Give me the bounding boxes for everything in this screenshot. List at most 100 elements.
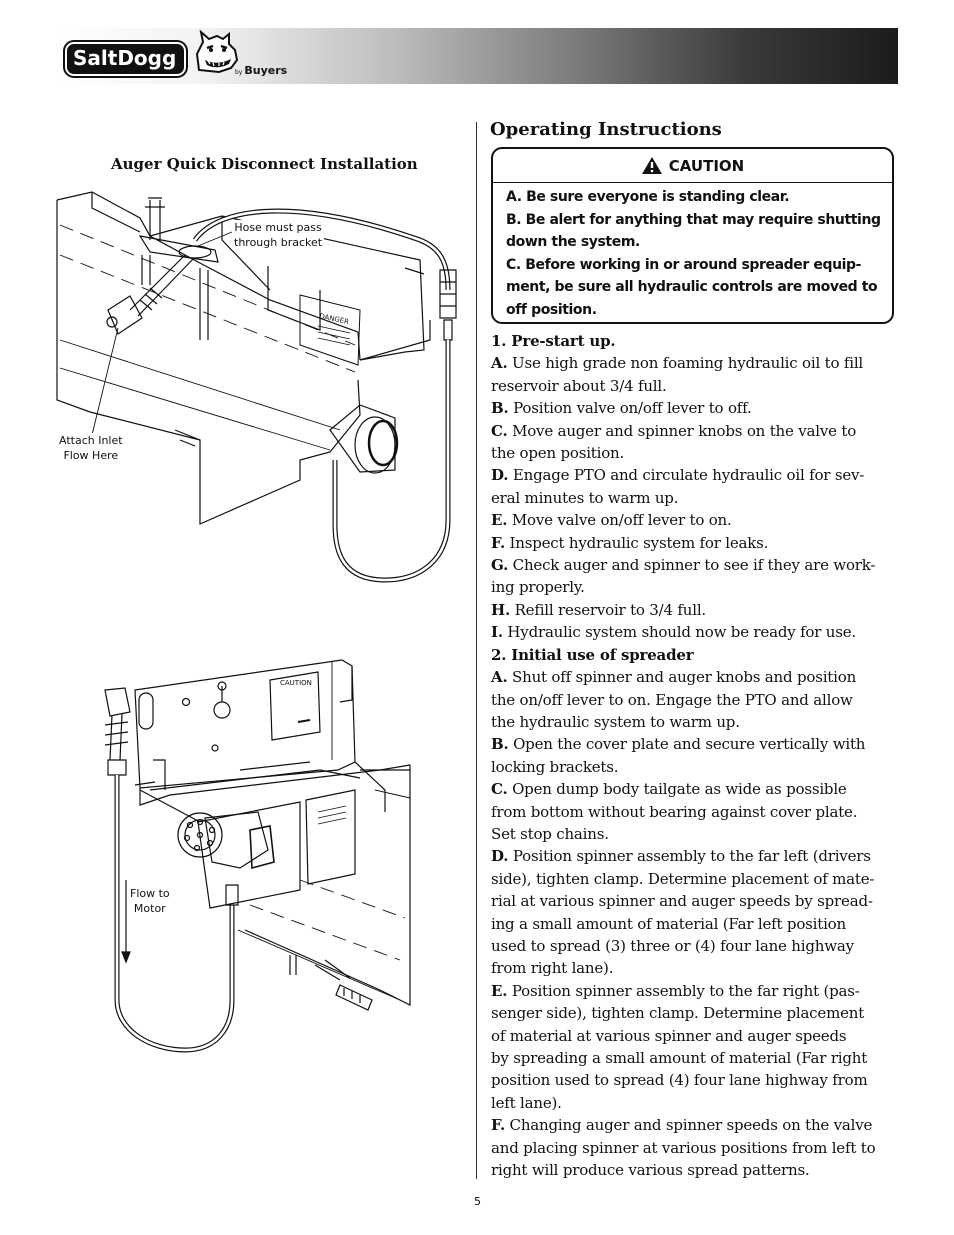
instruction-line: position used to spread (4) four lane hi…	[491, 1069, 906, 1091]
instruction-step-text: Set stop chains.	[491, 824, 609, 843]
instruction-step-text: Changing auger and spinner speeds on the…	[504, 1116, 873, 1135]
instruction-step-text: locking brackets.	[491, 757, 619, 776]
instruction-step-text: Hydraulic system should now be ready for…	[502, 623, 856, 642]
instruction-step-label: E.	[491, 981, 508, 1000]
instruction-step-text: Check auger and spinner to see if they a…	[508, 556, 876, 575]
instruction-line: B. Position valve on/off lever to off.	[491, 397, 906, 419]
instruction-step-text: Refill reservoir to 3/4 full.	[510, 600, 707, 619]
instruction-line: rial at various spinner and auger speeds…	[491, 890, 906, 912]
instruction-line: C. Move auger and spinner knobs on the v…	[491, 420, 906, 442]
caution-line: off position.	[506, 301, 597, 318]
instruction-step-text: from right lane).	[491, 959, 614, 978]
instruction-line: locking brackets.	[491, 756, 906, 778]
instruction-step-label: B.	[491, 399, 509, 418]
instruction-step-text: side), tighten clamp. Determine placemen…	[491, 869, 875, 888]
figure-title: Auger Quick Disconnect Installation	[111, 155, 418, 173]
instruction-step-text: eral minutes to warm up.	[491, 488, 679, 507]
instruction-step-text: of material at various spinner and auger…	[491, 1026, 847, 1045]
instruction-line: used to spread (3) three or (4) four lan…	[491, 935, 906, 957]
instruction-line: the on/off lever to on. Engage the PTO a…	[491, 689, 906, 711]
caution-heading: CAUTION	[668, 156, 745, 175]
instruction-line: the open position.	[491, 442, 906, 464]
instruction-step-label: A.	[491, 354, 508, 373]
instruction-step-text: from bottom without bearing against cove…	[491, 802, 858, 821]
auger-disconnect-diagram: DANGER	[56, 191, 457, 1053]
instruction-step-label: C.	[491, 780, 508, 799]
column-divider	[476, 122, 477, 1179]
instruction-step-text: and placing spinner at various positions…	[491, 1138, 876, 1157]
instruction-step-label: F.	[491, 1116, 505, 1135]
instruction-step-text: Shut off spinner and auger knobs and pos…	[507, 668, 857, 687]
instruction-line: D. Position spinner assembly to the far …	[491, 845, 906, 867]
instruction-step-text: position used to spread (4) four lane hi…	[491, 1071, 868, 1090]
instruction-step-text: reservoir about 3/4 full.	[491, 376, 667, 395]
bottom-assembly-drawing: CAUTION	[104, 659, 411, 1053]
instructions-text: 1. Pre-start up. A. Use high grade non fo…	[491, 330, 906, 1181]
caution-line: down the system.	[506, 234, 640, 250]
instruction-step-label: I.	[491, 623, 503, 642]
instruction-step-text: the open position.	[491, 444, 625, 463]
instruction-step-text: Move valve on/off lever to on.	[507, 511, 732, 530]
instruction-step-text: Position spinner assembly to the far lef…	[508, 847, 871, 866]
instruction-line: left lane).	[491, 1092, 906, 1114]
instruction-line: D. Engage PTO and circulate hydraulic oi…	[491, 464, 906, 486]
instruction-step-label: 2. Initial use of spreader	[491, 645, 694, 664]
instruction-line: reservoir about 3/4 full.	[491, 375, 906, 397]
caution-text: A. Be sure everyone is standing clear. B…	[493, 183, 892, 321]
instruction-line: by spreading a small amount of material …	[491, 1047, 906, 1069]
instruction-step-text: Position spinner assembly to the far rig…	[507, 981, 860, 1000]
caution-line: ment, be sure all hydraulic controls are…	[506, 279, 878, 295]
instruction-line: H. Refill reservoir to 3/4 full.	[491, 599, 906, 621]
instruction-line: F. Changing auger and spinner speeds on …	[491, 1114, 906, 1136]
attach-inlet-callout: Attach Inlet Flow Here	[57, 433, 125, 463]
instruction-step-label: B.	[491, 735, 509, 754]
instruction-line: I. Hydraulic system should now be ready …	[491, 621, 906, 643]
instruction-line: right will produce various spread patter…	[491, 1159, 906, 1181]
instruction-line: B. Open the cover plate and secure verti…	[491, 733, 906, 755]
instruction-step-label: D.	[491, 847, 509, 866]
instruction-step-label: 1. Pre-start up.	[491, 332, 616, 350]
instruction-step-label: D.	[491, 466, 509, 485]
instruction-step-text: Position valve on/off lever to off.	[508, 399, 752, 418]
dog-mascot-icon	[195, 30, 239, 74]
warning-triangle-icon	[641, 157, 662, 174]
instruction-line: ing properly.	[491, 576, 906, 598]
danger-label: DANGER	[319, 312, 350, 326]
instruction-line: 1. Pre-start up.	[491, 330, 906, 352]
caution-line: C. Before working in or around spreader …	[506, 256, 862, 273]
instruction-line: senger side), tighten clamp. Determine p…	[491, 1002, 906, 1024]
section-title: Operating Instructions	[490, 119, 722, 140]
instruction-step-text: used to spread (3) three or (4) four lan…	[491, 936, 854, 955]
instruction-step-text: Engage PTO and circulate hydraulic oil f…	[508, 466, 865, 485]
instruction-step-text: Open dump body tailgate as wide as possi…	[507, 780, 847, 799]
instruction-line: ing a small amount of material (Far left…	[491, 913, 906, 935]
instruction-step-text: Open the cover plate and secure vertical…	[508, 735, 866, 754]
instruction-line: eral minutes to warm up.	[491, 487, 906, 509]
instruction-step-label: H.	[491, 600, 510, 619]
instruction-line: F. Inspect hydraulic system for leaks.	[491, 532, 906, 554]
instruction-line: A. Use high grade non foaming hydraulic …	[491, 352, 906, 374]
instruction-step-label: F.	[491, 533, 505, 552]
instruction-line: the hydraulic system to warm up.	[491, 711, 906, 733]
instruction-step-label: A.	[491, 668, 508, 687]
instruction-step-label: C.	[491, 421, 508, 440]
instruction-line: E. Position spinner assembly to the far …	[491, 980, 906, 1002]
page-number: 5	[474, 1195, 481, 1208]
instruction-line: from right lane).	[491, 957, 906, 979]
instruction-line: Set stop chains.	[491, 823, 906, 845]
instruction-step-text: ing a small amount of material (Far left…	[491, 914, 846, 933]
instruction-line: of material at various spinner and auger…	[491, 1025, 906, 1047]
instruction-line: side), tighten clamp. Determine placemen…	[491, 868, 906, 890]
instruction-step-text: by spreading a small amount of material …	[491, 1049, 868, 1067]
instruction-step-text: the hydraulic system to warm up.	[491, 712, 740, 731]
instruction-step-text: the on/off lever to on. Engage the PTO a…	[491, 690, 853, 709]
instruction-step-label: G.	[491, 556, 509, 575]
instruction-step-text: senger side), tighten clamp. Determine p…	[491, 1004, 865, 1023]
instruction-step-text: Use high grade non foaming hydraulic oil…	[507, 354, 864, 373]
caution-header: CAUTION	[493, 149, 892, 183]
caution-line: B. Be alert for anything that may requir…	[506, 211, 881, 228]
caution-label: CAUTION	[280, 679, 312, 687]
caution-line: A. Be sure everyone is standing clear.	[506, 189, 790, 205]
instruction-step-text: Move auger and spinner knobs on the valv…	[507, 421, 857, 440]
logo-buyers: Buyers	[244, 64, 288, 77]
